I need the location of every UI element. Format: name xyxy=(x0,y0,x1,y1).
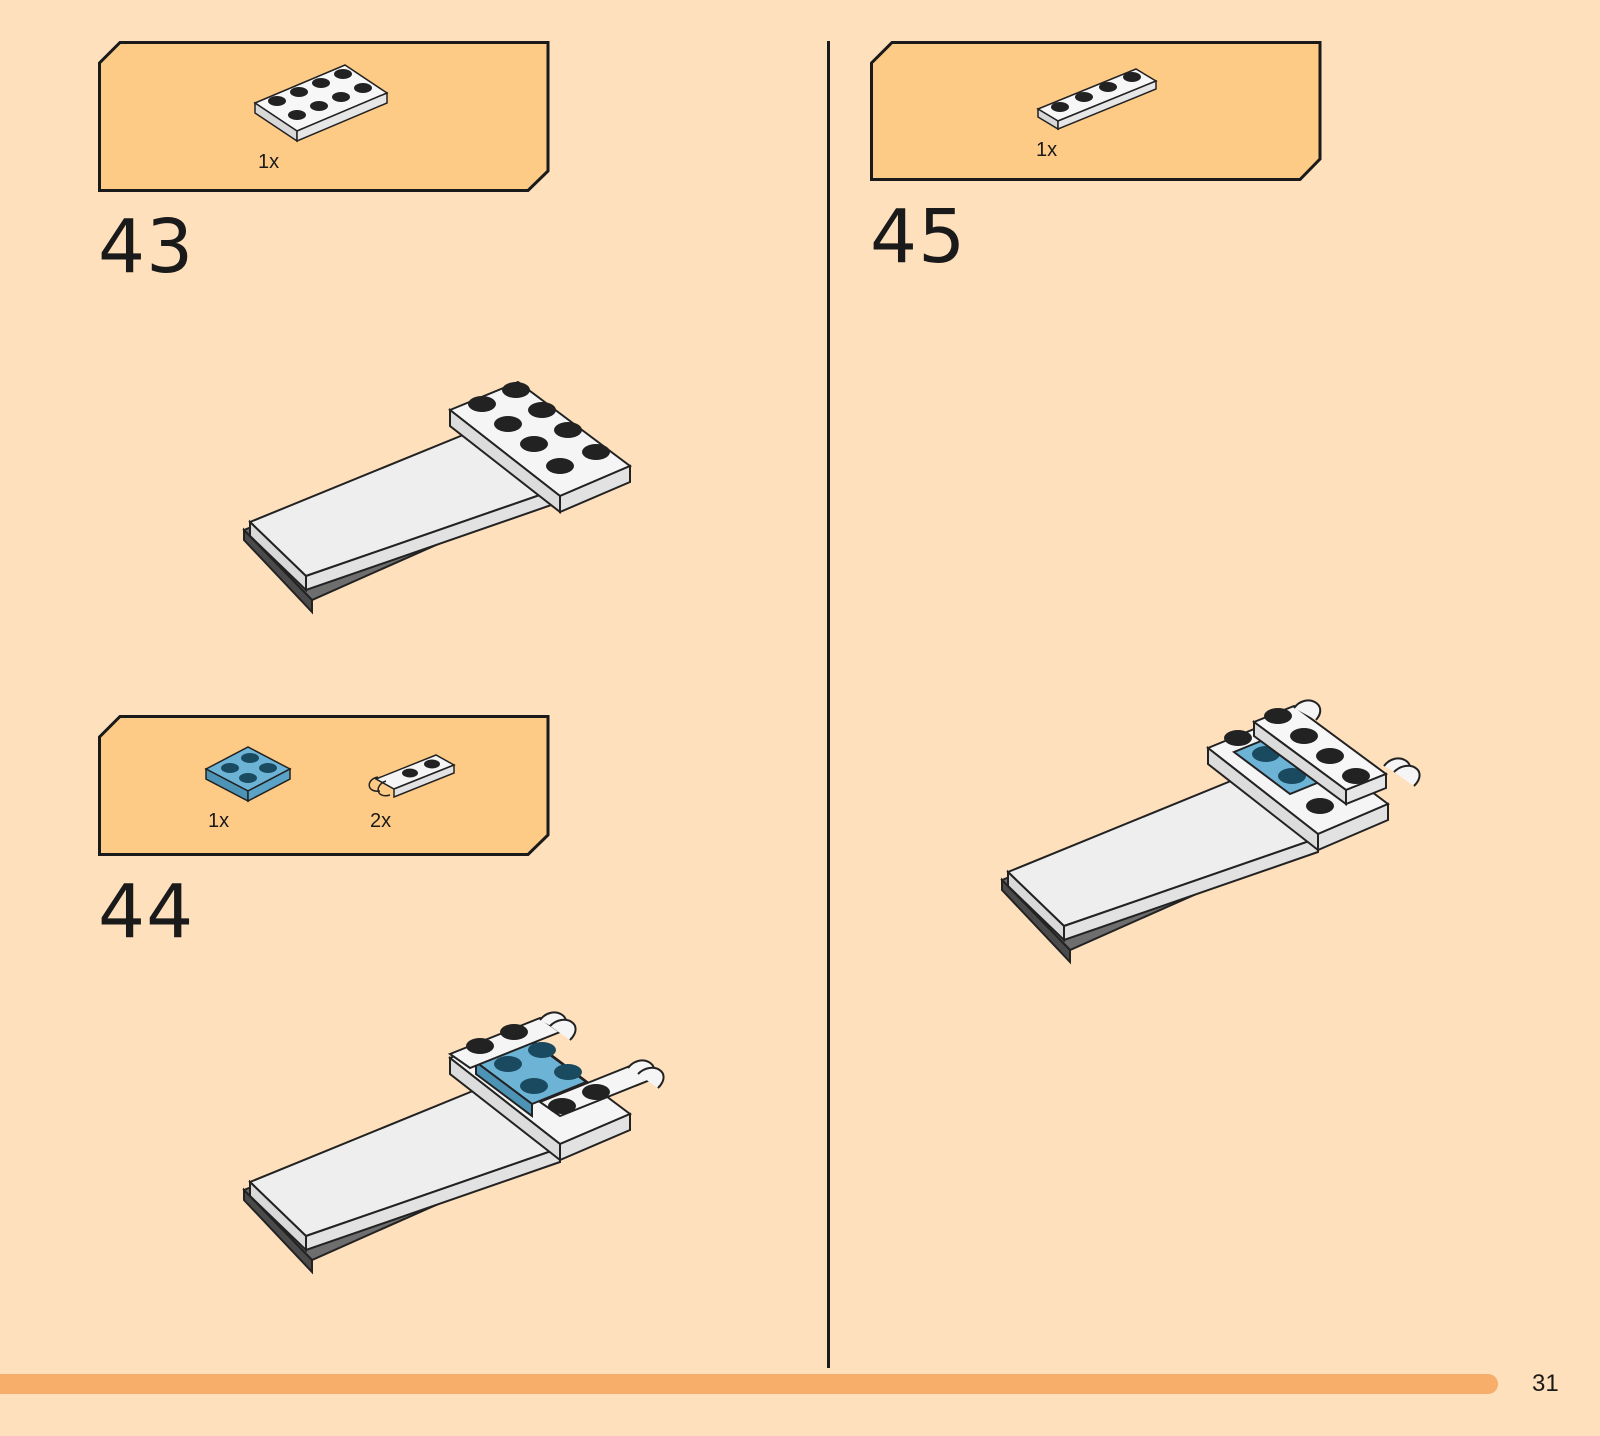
part-quantity: 1x xyxy=(258,151,279,174)
white-clip-plate-1x2-icon xyxy=(366,751,458,803)
assembly-model-step-44 xyxy=(240,1010,680,1290)
footer-accent-bar xyxy=(0,1374,1498,1394)
assembly-model-step-43 xyxy=(240,380,650,620)
step-number: 44 xyxy=(98,875,194,949)
part-quantity: 1x xyxy=(208,810,229,833)
blue-plate-2x2-icon xyxy=(204,743,294,805)
column-divider xyxy=(827,41,830,1368)
step-number: 45 xyxy=(870,200,966,274)
parts-callout-step-43: 1x xyxy=(98,41,550,192)
callout-frame xyxy=(98,715,550,856)
white-plate-1x4-icon xyxy=(1036,65,1160,135)
assembly-model-step-45 xyxy=(998,700,1438,980)
white-plate-2x4-icon xyxy=(253,63,393,143)
part-quantity: 2x xyxy=(370,810,391,833)
parts-callout-step-45: 1x xyxy=(870,41,1322,181)
part-quantity: 1x xyxy=(1036,139,1057,162)
step-number: 43 xyxy=(98,210,194,284)
page-number: 31 xyxy=(1532,1370,1559,1398)
parts-callout-step-44: 1x 2x xyxy=(98,715,550,856)
